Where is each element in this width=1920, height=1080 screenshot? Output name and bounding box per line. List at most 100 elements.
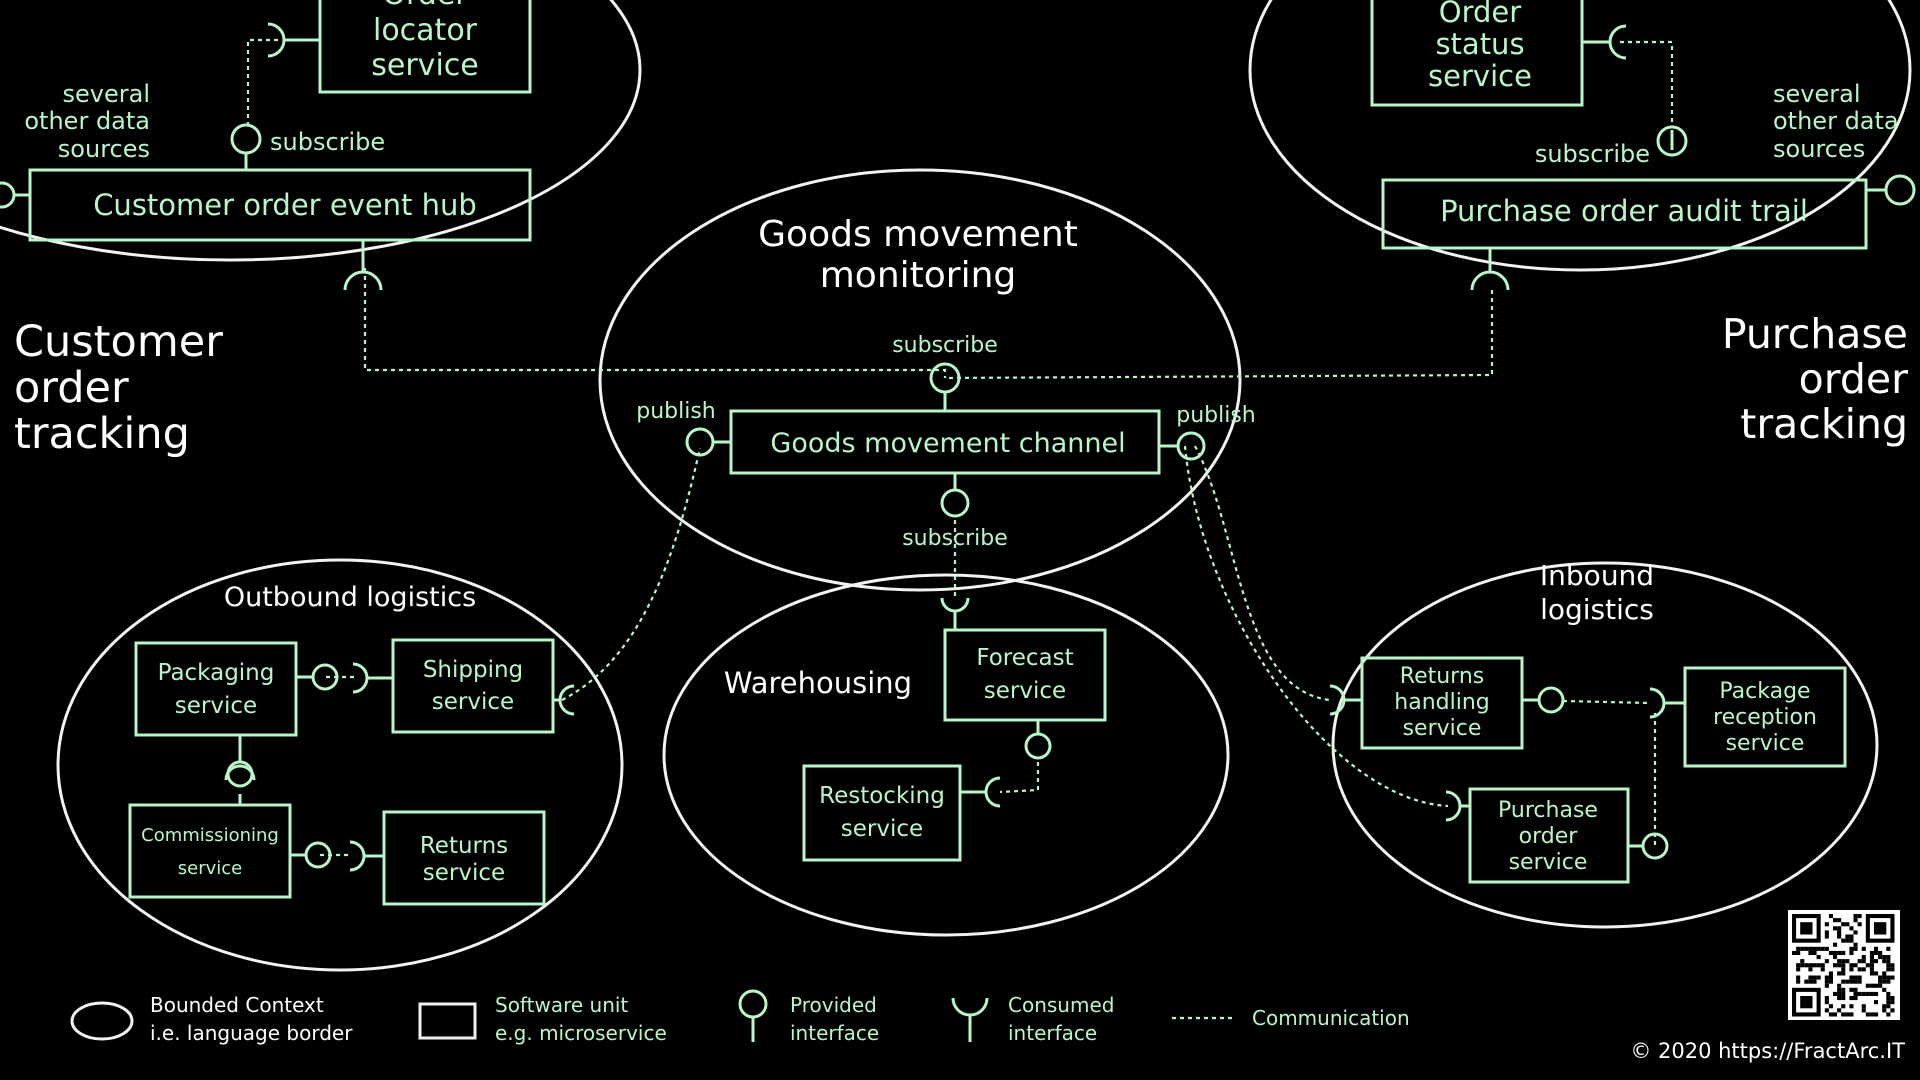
consumed-interface-icon <box>224 764 256 805</box>
annotation-labels: several other data sources several other… <box>24 80 1898 551</box>
label-returns-handling-2: handling <box>1394 690 1489 715</box>
line-shipping-to-publish <box>561 447 702 701</box>
line-hub-to-channel-subscribe <box>363 268 947 378</box>
consumed-interface-icon <box>940 597 970 630</box>
legend-consumed-interface-icon <box>951 997 989 1042</box>
consumed-interface-icon <box>1649 687 1685 719</box>
context-ellipse-outbound-logistics <box>56 558 624 972</box>
context-title-goods-line-1: Goods movement <box>758 214 1078 255</box>
label-shipping-1: Shipping <box>423 657 523 683</box>
provided-interface-icon <box>1159 431 1206 461</box>
box-restocking[interactable] <box>802 764 962 862</box>
box-customer-order-event-hub[interactable] <box>28 168 532 242</box>
provided-interfaces <box>0 123 1916 869</box>
line-publish-to-returns-handling <box>1194 445 1331 702</box>
consumed-interface-icon <box>349 840 384 872</box>
box-returns[interactable] <box>382 810 546 906</box>
box-order-locator[interactable] <box>318 0 532 94</box>
label-packaging-2: service <box>175 693 257 719</box>
box-purchase-order-audit-trail[interactable] <box>1381 178 1868 250</box>
subscribe-label-channel-top: subscribe <box>892 333 998 358</box>
label-purchase-order-service-1: Purchase <box>1498 798 1598 823</box>
provided-interface-icon <box>0 181 30 209</box>
bounded-contexts <box>0 0 1912 972</box>
box-package-reception[interactable] <box>1683 666 1847 768</box>
label-customer-order-event-hub: Customer order event hub <box>93 188 477 222</box>
box-returns-handling[interactable] <box>1360 656 1524 750</box>
legend-provided-interface-icon <box>738 989 768 1042</box>
context-title-purchase-line-1: Purchase <box>1722 310 1908 358</box>
provided-interface-icon <box>290 841 332 869</box>
several-sources-right-1: several <box>1773 80 1860 108</box>
legend-provided-interface-line-2: interface <box>790 1021 879 1045</box>
context-title-warehousing: Warehousing <box>724 666 912 700</box>
box-commissioning[interactable] <box>128 803 292 899</box>
provided-interface-icon <box>929 362 961 411</box>
consumed-interface-icon <box>1470 248 1510 291</box>
context-title-goods-line-2: monitoring <box>820 255 1017 296</box>
consumed-interface-icon <box>1329 684 1362 716</box>
label-package-reception-3: service <box>1726 731 1805 756</box>
legend-provided-interface-line-1: Provided <box>790 993 877 1017</box>
legend-bounded-context-line-1: Bounded Context <box>150 993 324 1017</box>
context-titles: Customer order tracking Purchase order t… <box>14 214 1908 700</box>
label-packaging-1: Packaging <box>158 660 275 686</box>
label-package-reception-1: Package <box>1719 679 1810 704</box>
label-order-status-2: status <box>1435 27 1524 61</box>
legend-communication-label: Communication <box>1252 1006 1410 1030</box>
line-forecast-to-restocking <box>999 762 1040 794</box>
context-title-purchase-line-3: tracking <box>1740 400 1908 448</box>
several-sources-right-2: other data <box>1773 107 1899 135</box>
several-sources-left-3: sources <box>58 135 150 163</box>
label-package-reception-2: reception <box>1713 705 1817 730</box>
box-forecast[interactable] <box>943 628 1107 722</box>
label-returns-handling-3: service <box>1403 716 1482 741</box>
subscribe-label-purchase: subscribe <box>1535 140 1650 168</box>
label-goods-movement-channel: Goods movement channel <box>770 428 1125 459</box>
consumed-interface-icon <box>960 776 1001 808</box>
consumed-interface-icon <box>1445 790 1470 822</box>
consumed-interfaces <box>224 22 1685 872</box>
provided-interface-icon <box>1656 125 1688 157</box>
line-locator-to-subscribe <box>246 38 278 128</box>
line-returns-handling-to-reception <box>1562 699 1651 705</box>
label-restocking-1: Restocking <box>819 783 945 809</box>
context-title-inbound-line-1: Inbound <box>1540 559 1654 592</box>
provided-interface-icon <box>1628 832 1669 860</box>
copyright-text: © 2020 https://FractArc.IT <box>1630 1039 1905 1063</box>
box-purchase-order-service[interactable] <box>1468 787 1630 884</box>
provided-interface-icon <box>1866 174 1916 206</box>
subscribe-label-channel-bottom: subscribe <box>902 526 1008 551</box>
legend-software-unit-line-2: e.g. microservice <box>495 1021 667 1045</box>
context-title-customer-line-1: Customer <box>14 317 223 367</box>
context-ellipse-customer-order-tracking <box>0 0 642 262</box>
label-purchase-order-service-3: service <box>1509 850 1588 875</box>
line-status-to-subscribe <box>1620 40 1674 125</box>
context-ellipse-inbound-logistics <box>1331 561 1879 929</box>
consumed-interface-icon <box>1582 24 1627 60</box>
context-ellipse-warehousing <box>662 573 1230 937</box>
label-purchase-order-audit-trail: Purchase order audit trail <box>1440 194 1808 228</box>
software-units <box>28 0 1868 906</box>
label-shipping-2: service <box>432 689 514 715</box>
label-order-locator-2: locator <box>373 13 478 48</box>
label-order-status-1: Order <box>1439 0 1521 29</box>
label-returns-1: Returns <box>420 833 508 859</box>
consumed-interface-icon <box>343 240 383 291</box>
legend-bounded-context-icon <box>70 1001 134 1041</box>
context-title-customer-line-2: order <box>14 363 129 413</box>
context-title-inbound-line-2: logistics <box>1540 593 1654 626</box>
box-packaging[interactable] <box>134 641 298 737</box>
provided-interface-icon <box>226 735 254 788</box>
provided-interface-icon <box>940 473 970 518</box>
box-shipping[interactable] <box>391 638 555 734</box>
several-sources-left-2: other data <box>24 107 150 135</box>
publish-label-left: publish <box>636 399 716 424</box>
legend-consumed-interface-line-1: Consumed <box>1008 993 1114 1017</box>
context-ellipse-purchase-order-tracking <box>1248 0 1912 272</box>
consumed-interface-icon <box>553 684 575 716</box>
consumed-interface-icon <box>267 22 320 58</box>
legend-software-unit-line-1: Software unit <box>495 993 628 1017</box>
provided-interface-icon <box>230 123 262 170</box>
